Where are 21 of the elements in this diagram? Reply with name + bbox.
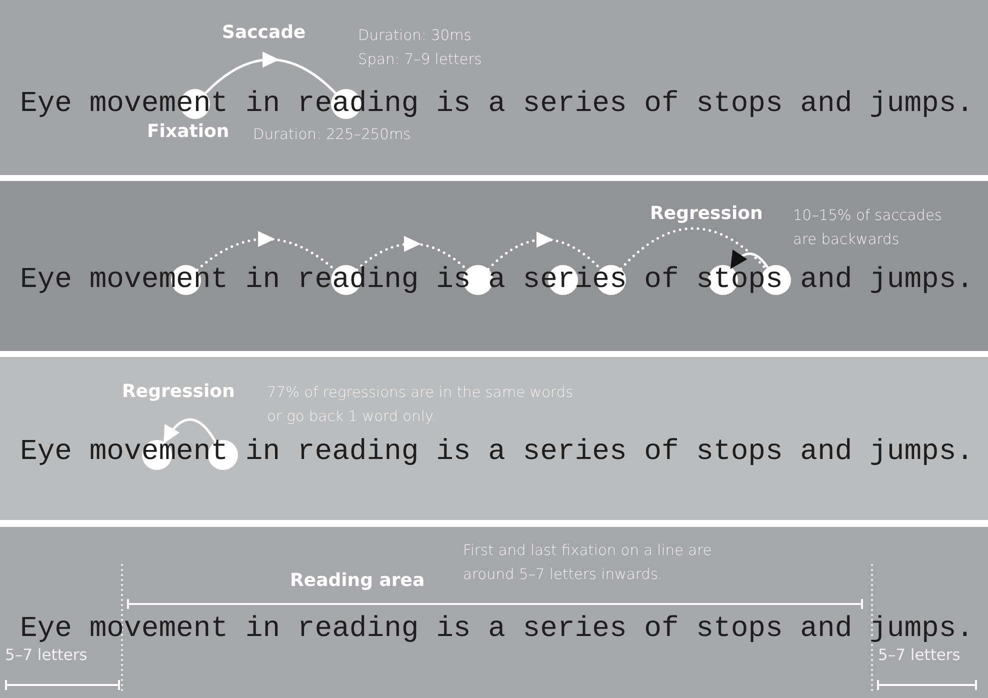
callout-heading: Regression — [122, 381, 235, 402]
annotation-text: First and last fixation on a line are around 5–7 letters inwards. — [463, 541, 713, 585]
panel-band — [0, 0, 988, 175]
callout-heading: Fixation — [147, 121, 230, 142]
saccade-arrow — [204, 52, 336, 94]
sample-sentence: Eye movement in reading is a series of stops and jumps. — [20, 436, 974, 468]
sample-sentence: Eye movement in reading is a series of stops and jumps. — [20, 613, 974, 645]
panel-band — [0, 357, 988, 520]
callout-heading: Reading area — [290, 570, 425, 591]
annotation-text: 10–15% of saccades are backwards — [793, 206, 944, 250]
dimension-label: 5–7 letters — [5, 646, 88, 664]
panel-band — [0, 181, 988, 351]
saccade-arrow — [730, 250, 769, 269]
saccade-arrow — [487, 232, 602, 270]
dimension-label: 5–7 letters — [878, 646, 960, 664]
panel-band — [0, 527, 988, 698]
callout-heading: Saccade — [222, 22, 306, 43]
annotation-text: Duration: 30ms Span: 7–9 letters — [358, 26, 483, 70]
callout-heading: Regression — [650, 203, 763, 224]
saccade-arrow — [163, 418, 217, 444]
annotation-text: Duration: 225–250ms — [253, 125, 411, 145]
